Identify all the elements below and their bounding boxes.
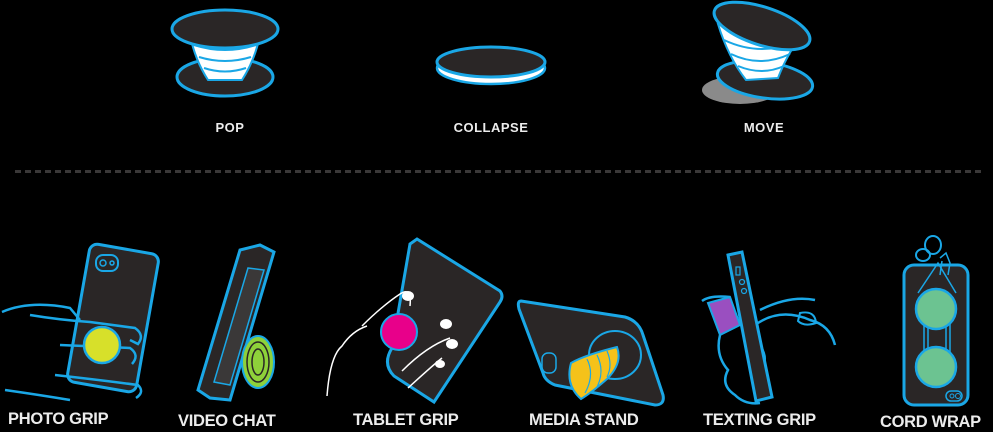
media-stand-illustration xyxy=(516,299,665,407)
texting-grip-label: TEXTING GRIP xyxy=(703,411,816,429)
tablet-grip-label: TABLET GRIP xyxy=(353,411,459,429)
pop-illustration xyxy=(170,8,280,98)
move-illustration xyxy=(702,0,815,104)
texting-grip-illustration xyxy=(701,250,837,405)
video-chat-illustration xyxy=(196,243,276,402)
cord-wrap-label: CORD WRAP xyxy=(880,413,981,431)
media-stand-label: MEDIA STAND xyxy=(529,411,639,429)
dashed-divider xyxy=(15,170,983,173)
video-chat-label: VIDEO CHAT xyxy=(178,412,276,430)
collapse-label: COLLAPSE xyxy=(453,120,529,135)
move-label: MOVE xyxy=(743,120,785,135)
cord-wrap-illustration xyxy=(902,235,970,407)
pop-label: POP xyxy=(215,120,245,135)
tablet-grip-illustration xyxy=(326,237,504,405)
photo-grip-label: PHOTO GRIP xyxy=(8,410,109,428)
collapse-illustration xyxy=(435,45,547,86)
photo-grip-illustration xyxy=(1,242,160,402)
